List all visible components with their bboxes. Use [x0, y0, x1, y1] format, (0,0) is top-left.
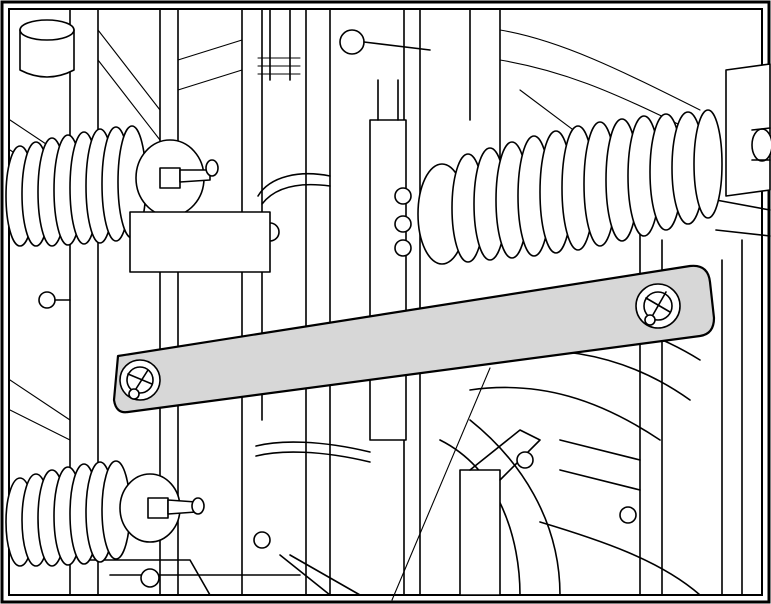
spring-upper-left [5, 125, 219, 247]
spring-upper-right [417, 109, 771, 265]
upper-left-mount-plate [129, 211, 271, 273]
inner-frame [8, 8, 763, 596]
bolt-right [635, 283, 681, 329]
bracket-bar [112, 264, 716, 414]
spring-lower-left [5, 460, 205, 567]
bolt-left [119, 359, 161, 401]
